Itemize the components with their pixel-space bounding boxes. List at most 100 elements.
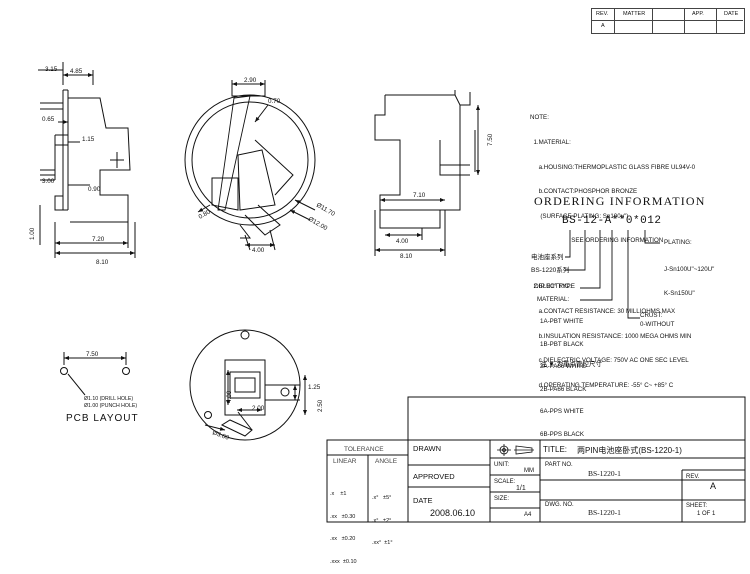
part-label: PART NO. — [545, 462, 573, 468]
scale-value: 1/1 — [516, 485, 526, 492]
plating-label: PLATING: — [664, 239, 692, 246]
dip-type: DIP 90° TYPE — [534, 283, 576, 290]
material-option: 6A-PPS WHITE — [540, 408, 584, 415]
dim-2-50: 2.50 — [317, 399, 324, 412]
note-line: SEE ORDERING INFORMATION — [530, 237, 664, 245]
tolerance-header: TOLERANCE — [344, 446, 384, 453]
ordering-code: BS-12-A**0*012 — [562, 215, 662, 227]
pcb-layout-title: PCB LAYOUT — [66, 413, 139, 424]
lin-row: .x ±1 — [330, 491, 347, 497]
material-option: 2B-PA66 BLACK — [540, 385, 587, 393]
dim-0-65: 0.65 — [42, 116, 55, 123]
pcb-drill: Ø1.10 (DRILL HOLE) — [84, 396, 133, 402]
material-option: 2A-PA66 WHITE — [540, 363, 586, 370]
dim-1-00: 1.00 — [29, 227, 36, 240]
revision-table: REV. MATTER APP. DATE A — [591, 8, 745, 34]
material-option: 1A-PBT WHITE — [540, 318, 584, 325]
note-line: b.CONTACT:PHOSPHOR BRONZE — [530, 188, 638, 196]
linear-tolerances: .x ±1 .xx ±0.30 .xx ±0.20 .xxx ±0.10 — [330, 476, 357, 574]
note-line: b.INSULATION RESISTANCE: 1000 MEGA OHMS … — [530, 332, 692, 340]
note-line: 1.MATERIAL: — [530, 139, 571, 147]
plating-option: J-Sn100U"~120U" — [664, 266, 715, 273]
date-value: 2008.06.10 — [430, 508, 476, 518]
dim-4-85: 4.85 — [70, 68, 83, 75]
note-line: d.OPERATING TEMPERATURE: -55° C~ +85° C — [530, 381, 674, 389]
note-line: a.HOUSING:THERMOPLASTIC GLASS FIBRE UL94… — [530, 163, 696, 171]
dwg-value: BS-1220-1 — [588, 508, 621, 517]
linear-header: LINEAR — [333, 458, 357, 465]
bottom-view-circle — [189, 329, 307, 441]
dim-2-00: 2.00 — [252, 405, 265, 412]
sheet-label: SHEET: — [686, 503, 708, 509]
lin-row: .xx ±0.20 — [330, 536, 356, 542]
dim-1-25: 1.25 — [308, 384, 321, 391]
ordering-leaders — [565, 230, 660, 319]
dwg-label: DWG. NO. — [545, 502, 574, 508]
angle-tolerances: .x° ±5° .x° ±2° .xx° ±1° — [372, 480, 393, 555]
dim-dia-11-70: Ø11.70 — [315, 202, 336, 218]
note-line: (SURFACE PLATING: Sn100u") — [530, 212, 629, 220]
angle-header: ANGLE — [375, 458, 398, 465]
date-label: DATE — [413, 496, 433, 505]
top-view-circle — [184, 80, 316, 251]
dim-0-90: 0.90 — [88, 186, 101, 193]
matter-header: MATTER — [623, 11, 646, 17]
dim-3-15: 3.15 — [45, 66, 58, 73]
dim-dia-3-00: Ø3.00 — [211, 429, 230, 442]
drawing-views: 3.15 4.85 0.65 1.15 3.00 0.90 1.00 7.20 … — [29, 62, 746, 523]
crust-label: CRUST: — [640, 312, 663, 319]
dim-0-70: 0.70 — [268, 98, 281, 105]
dim-8-10-left: 8.10 — [96, 259, 109, 266]
dim-dia-12-00: Ø12.00 — [307, 216, 329, 233]
plating-option: K-Sn150U" — [664, 290, 695, 297]
plating-options: J-Sn100U"~120U" K-Sn150U" — [664, 250, 714, 306]
lin-row: .xxx ±0.10 — [330, 558, 357, 565]
dim-7-10: 7.10 — [413, 192, 426, 199]
pcb-layout — [60, 352, 130, 396]
title-value: 两PIN电池座卧式(BS-1220-1) — [577, 446, 682, 455]
key-dimension-note: 注 ▼ 为重点管控尺寸 — [540, 361, 603, 368]
ang-row: .x° ±5° — [372, 495, 392, 501]
note-line: a.CONTACT RESISTANCE: 30 MILLIOHMS MAX — [530, 308, 676, 316]
title-block-frame — [326, 396, 746, 523]
unit-label: UNIT: — [494, 462, 509, 468]
size-value: A4 — [524, 512, 532, 518]
dim-8-10-right: 8.10 — [400, 253, 413, 260]
title-label: TITLE: — [543, 445, 568, 454]
dim-4-00-right: 4.00 — [396, 238, 409, 245]
rev-label: REV. — [686, 474, 700, 480]
crust-option: 0-WITHOUT — [640, 321, 675, 328]
side-view-left — [38, 62, 136, 258]
material-option: 1B-PBT BLACK — [540, 340, 584, 348]
series-cn: 电池座系列 — [531, 254, 564, 261]
date-header: DATE — [724, 11, 739, 17]
dim-4-00-bottom: 4.00 — [226, 390, 233, 403]
drawn-label: DRAWN — [413, 444, 442, 453]
lin-row: .xx ±0.30 — [330, 513, 356, 520]
note-line: c.DIELECTRIC VOLTAGE: 750V AC ONE SEC LE… — [530, 357, 689, 365]
app-header: APP. — [692, 11, 704, 17]
ordering-title: ORDERING INFORMATION — [534, 194, 706, 208]
material-label: MATERIAL: — [537, 296, 570, 303]
pcb-spacing: 7.50 — [86, 351, 99, 358]
title-symbol-icon — [494, 443, 536, 456]
dim-3-00: 3.00 — [42, 178, 55, 185]
pcb-punch: Ø1.00 (PUNCH HOLE) — [84, 403, 137, 409]
series-model: BS-1220系列 — [531, 267, 570, 274]
dim-0-80: 0.80 — [198, 208, 213, 220]
note-line: NOTE: — [530, 114, 549, 122]
dim-1-15: 1.15 — [82, 136, 95, 143]
scale-label: SCALE: — [494, 479, 516, 485]
unit-value: MM — [524, 468, 534, 474]
ang-row: .x° ±2° — [372, 517, 392, 524]
size-label: SIZE: — [494, 496, 510, 502]
rev-value: A — [710, 481, 717, 491]
part-value: BS-1220-1 — [588, 469, 621, 478]
dimension-labels: 3.15 4.85 0.65 1.15 3.00 0.90 1.00 7.20 … — [29, 66, 494, 442]
sheet-value: 1 OF 1 — [697, 511, 716, 517]
side-view-right — [374, 90, 480, 256]
material-option: 6B-PPS BLACK — [540, 430, 585, 438]
rev-header: REV. — [596, 11, 609, 17]
dim-2-90: 2.90 — [244, 77, 257, 84]
notes-block: NOTE: 1.MATERIAL: a.HOUSING:THERMOPLASTI… — [530, 98, 695, 398]
